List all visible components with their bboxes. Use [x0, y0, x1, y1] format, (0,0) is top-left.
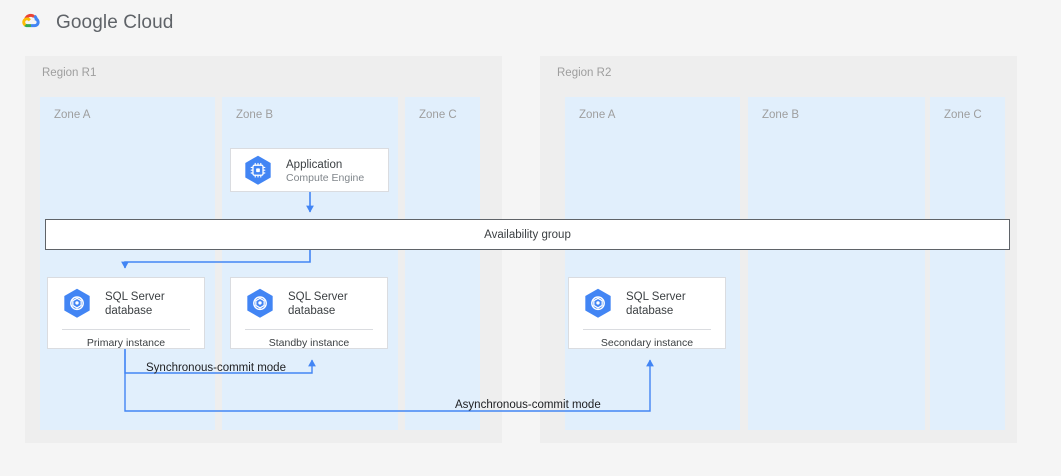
secondary-database-card[interactable]: SQL Server database Secondary instance	[568, 277, 726, 349]
card-divider	[583, 329, 711, 330]
availability-group-label: Availability group	[484, 228, 571, 241]
secondary-db-role: Secondary instance	[600, 337, 694, 349]
standby-database-card[interactable]: SQL Server database Standby instance	[230, 277, 388, 349]
standby-db-title-line1: SQL Server	[288, 290, 348, 303]
region-r2-zone-a: Zone A	[565, 97, 740, 430]
page-header: Google Cloud	[0, 0, 1061, 46]
standby-db-title-line2: database	[288, 305, 336, 317]
zone-label: Zone B	[236, 109, 274, 121]
secondary-db-title-line1: SQL Server	[626, 290, 686, 303]
zone-label: Zone A	[54, 109, 91, 121]
zone-label: Zone B	[762, 109, 800, 121]
google-cloud-logo-icon	[22, 13, 40, 28]
compute-engine-icon	[245, 155, 271, 185]
application-card[interactable]: Application Compute Engine	[230, 148, 389, 192]
zone-label: Zone C	[419, 109, 457, 121]
standby-db-role: Standby instance	[268, 337, 350, 349]
card-divider	[62, 329, 190, 330]
google-cloud-logo: Google Cloud	[16, 8, 173, 38]
availability-group-bar[interactable]: Availability group	[45, 219, 1010, 250]
zone-label: Zone A	[579, 109, 616, 121]
application-subtitle: Compute Engine	[286, 171, 365, 184]
brand-text: Google Cloud	[56, 12, 173, 34]
region-r1-label: Region R1	[42, 67, 97, 79]
brand-cloud: Cloud	[123, 12, 174, 33]
region-r2-label: Region R2	[557, 67, 612, 79]
cloud-sql-icon	[585, 288, 611, 318]
secondary-db-title-line2: database	[626, 305, 674, 317]
brand-google: Google	[56, 12, 118, 33]
zone-label: Zone C	[944, 109, 982, 121]
cloud-sql-icon	[64, 288, 90, 318]
primary-database-card[interactable]: SQL Server database Primary instance	[47, 277, 205, 349]
region-r2-zone-c: Zone C	[930, 97, 1005, 430]
region-r1-zone-c: Zone C	[405, 97, 480, 430]
primary-db-title-line2: database	[105, 305, 153, 317]
synchronous-commit-label: Synchronous-commit mode	[146, 362, 286, 374]
region-r1-zone-b: Zone B	[222, 97, 398, 430]
region-r1-zone-a: Zone A	[40, 97, 215, 430]
card-divider	[245, 329, 373, 330]
cloud-sql-icon	[247, 288, 273, 318]
region-r2-zone-b: Zone B	[748, 97, 925, 430]
application-title: Application	[286, 158, 343, 171]
asynchronous-commit-label: Asynchronous-commit mode	[455, 399, 601, 411]
primary-db-role: Primary instance	[86, 337, 166, 349]
primary-db-title-line1: SQL Server	[105, 290, 165, 303]
